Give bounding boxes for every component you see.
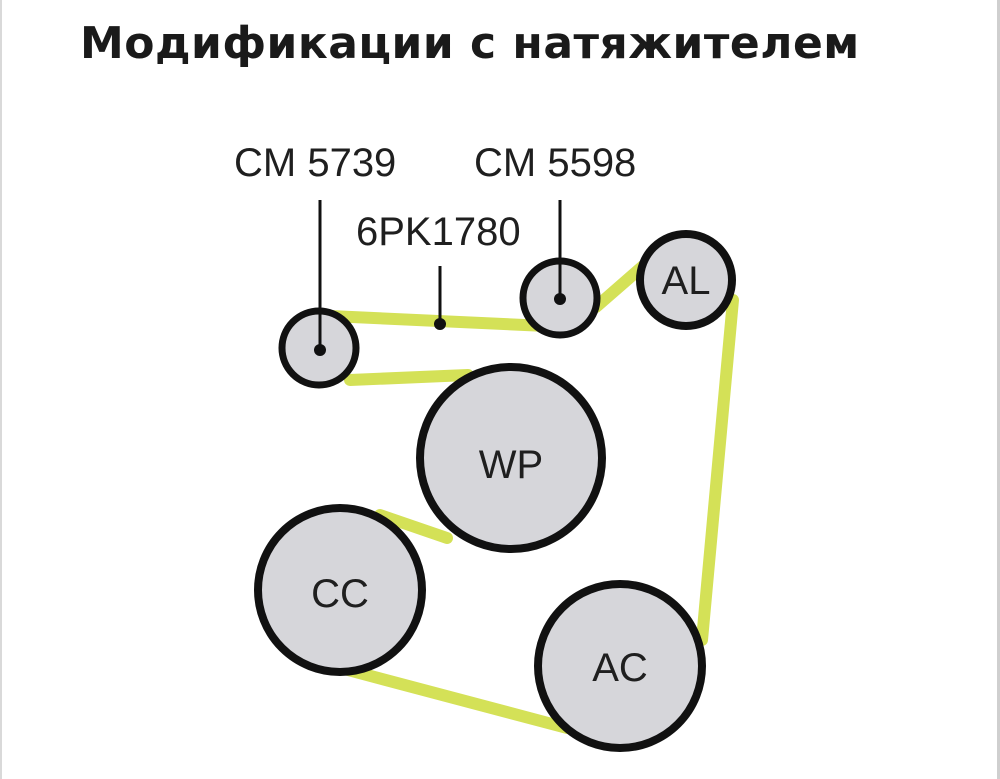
belt-segment-cc-wp [374,509,453,544]
pulley-label-al: AL [662,259,711,303]
belt [324,260,739,734]
label-tensioner-left: CM 5739 [234,141,396,185]
pulley-cc [254,504,426,676]
label-belt: 6PK1780 [356,210,521,254]
pulley-wp [416,363,606,553]
belt-marker-dot [434,318,446,330]
belt-segment-tensioner-al [590,260,649,313]
belt-segment-wp-tensioner [344,369,474,386]
pulley-label-wp: WP [479,443,543,487]
pulley-al [636,230,736,330]
center-dot-left [314,344,326,356]
belt-segment-ac-cc [342,664,573,734]
center-dot-right [554,293,566,305]
pulley-label-ac: AC [592,646,648,690]
belt-segment-al-ac [696,294,739,646]
diagram-title: Модификации с натяжителем [80,18,860,69]
label-tensioner-right: CM 5598 [474,141,636,185]
pulley-label-cc: CC [311,572,369,616]
pulley-ac [534,580,706,752]
leader-lines [318,200,562,348]
belt-segment-top [324,310,574,333]
